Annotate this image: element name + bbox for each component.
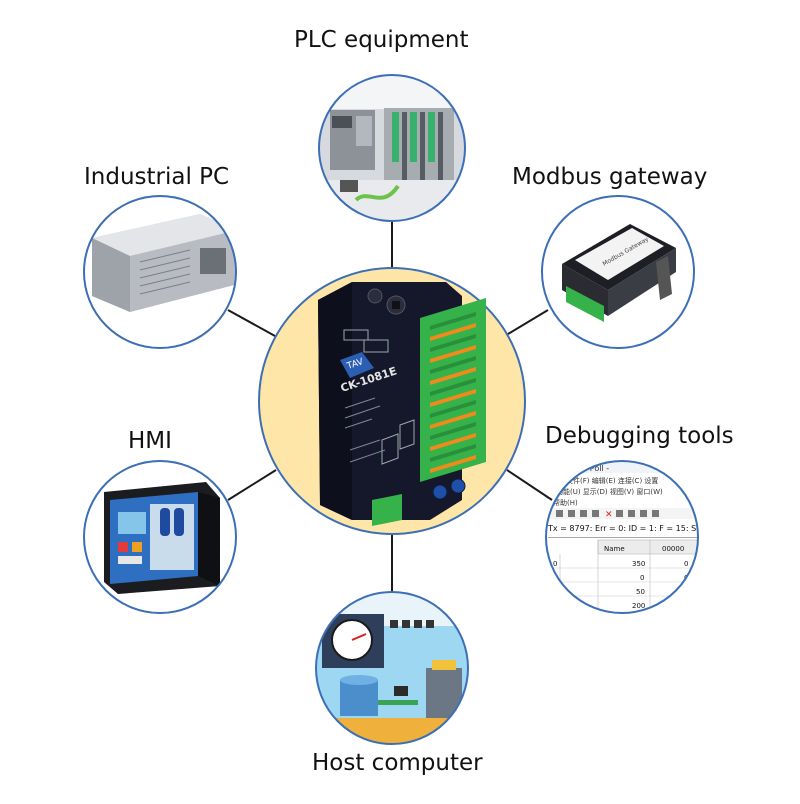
terminal-stripe [430,378,476,396]
label-plc-equipment: PLC equipment [294,27,469,53]
table-row-3-value: 200 [632,602,645,610]
terminal-stripe [430,334,476,352]
terminal-stripe [430,400,476,418]
modbus-gateway-image: Modbus Gateway [562,224,676,322]
label-host-computer: Host computer [312,750,483,776]
label-hmi: HMI [128,428,172,454]
node-debugging-tools: us Poll - 文件(F) 编辑(E) 连接(C) 设置 功能(U) 显示(… [545,460,711,614]
table-row-0-value: 350 [632,560,645,568]
debug-col-addr: 00000 [662,545,684,553]
terminal-blocks [420,298,486,482]
debug-status-line: Tx = 8797: Err = 0: ID = 1: F = 15: SR = [547,524,711,533]
table-row-0-extra: 0 [684,560,688,568]
node-modbus-gateway: Modbus Gateway [541,195,695,349]
node-hmi [83,460,237,614]
connector-lines [227,222,553,592]
node-plc [318,74,466,222]
terminal-stripe [430,411,476,429]
table-row-2-value: 50 [636,588,645,596]
connector-hmi [227,469,277,501]
terminal-stripe [430,433,476,451]
terminal-stripe [430,356,476,374]
label-modbus-gateway: Modbus gateway [512,164,708,190]
connector-industrial-pc [227,309,276,337]
debug-menu-row1: 文件(F) 编辑(E) 连接(C) 设置 [566,476,658,485]
connector-debugging-tools [506,469,553,501]
hmi-image [104,482,220,594]
debug-menu-row3: 帮助(H) [553,498,578,507]
table-row-1-value: 0 [640,574,644,582]
debug-col-name: Name [604,545,625,553]
table-row-0-index: 0 [553,560,557,568]
debug-menu-row2: 功能(U) 显示(D) 视图(V) 窗口(W) [556,487,663,496]
industrial-pc-image [92,214,236,312]
label-debugging-tools: Debugging tools [545,423,734,449]
node-host-computer [315,591,469,745]
terminal-stripe [430,422,476,440]
terminal-stripe [430,455,476,473]
node-industrial-pc [83,195,237,349]
debug-window-title: us Poll - [578,464,609,473]
label-industrial-pc: Industrial PC [84,164,230,190]
terminal-stripe [430,444,476,462]
connector-modbus-gateway [507,309,549,335]
debug-window-image: us Poll - 文件(F) 编辑(E) 连接(C) 设置 功能(U) 显示(… [546,461,711,613]
io-module-device: TAV CK-1081E [318,282,486,526]
terminal-stripe [430,323,476,341]
terminal-stripe [430,312,476,330]
terminal-stripe [430,389,476,407]
svg-text:✕: ✕ [605,510,613,520]
terminal-stripe [430,367,476,385]
terminal-stripe [430,345,476,363]
